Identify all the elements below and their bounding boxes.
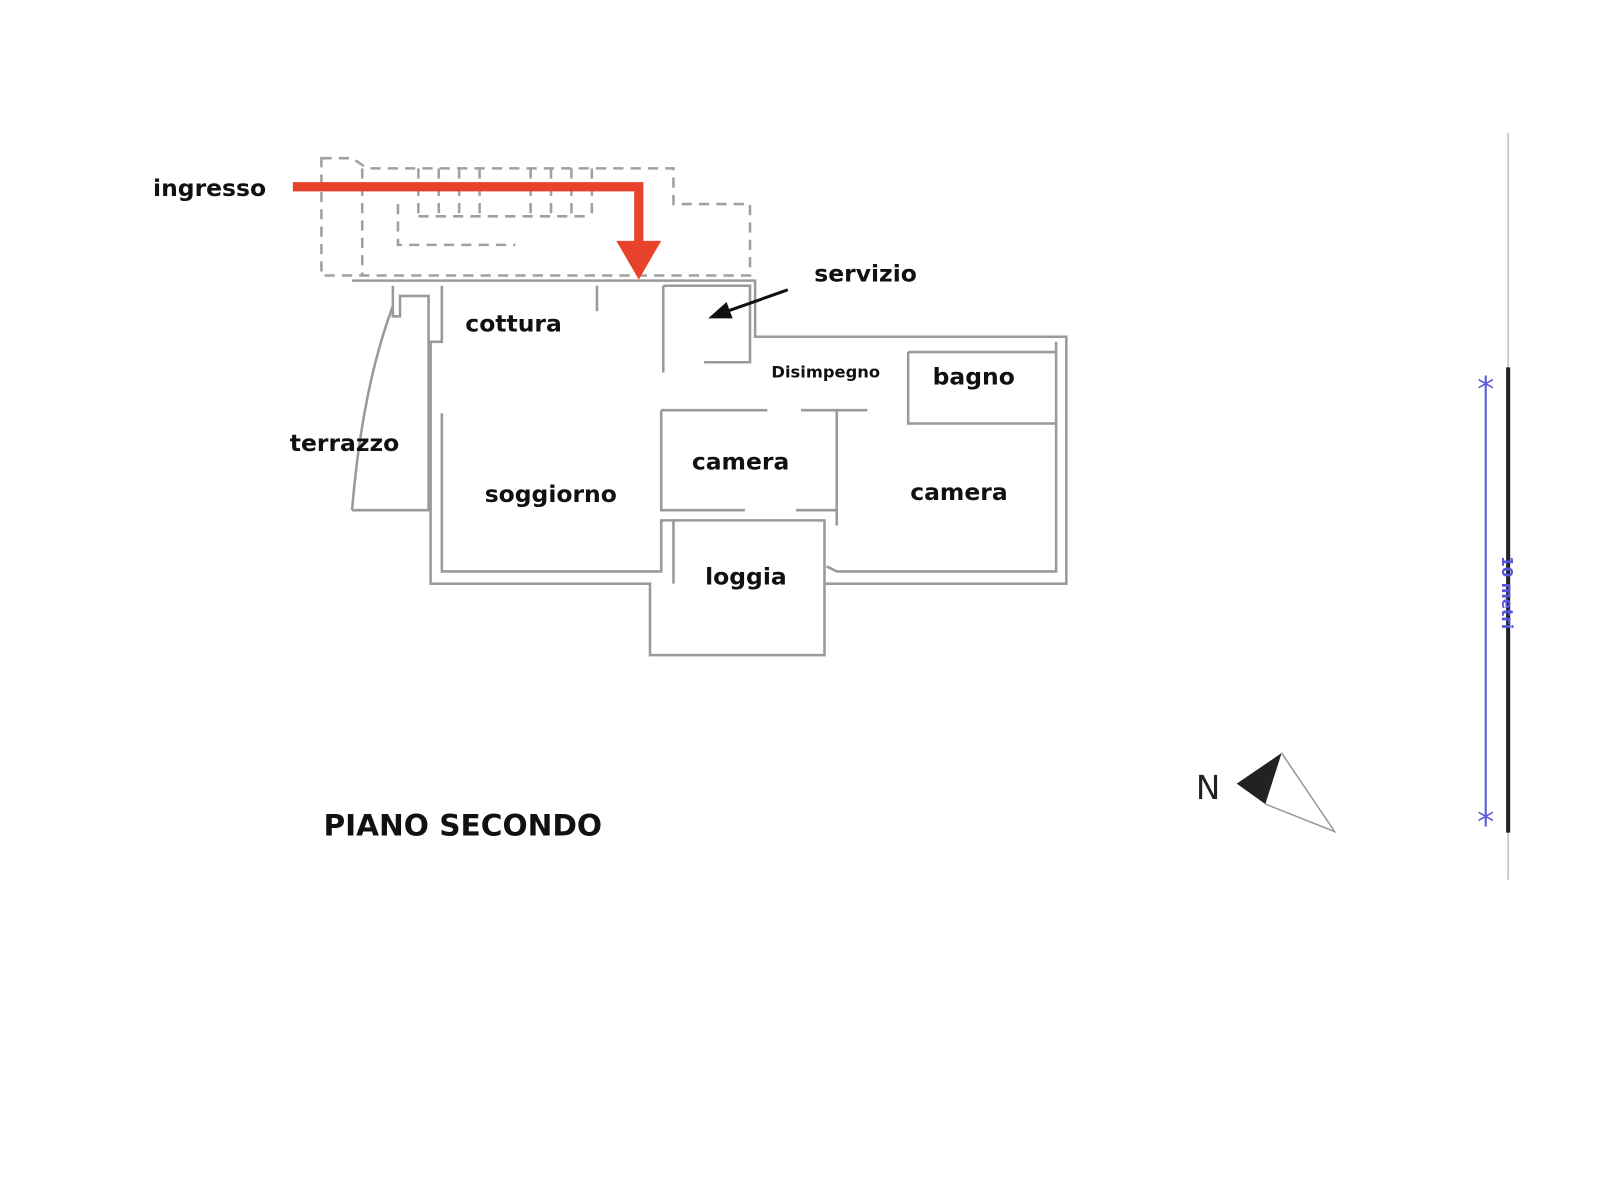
label-ingresso: ingresso (153, 174, 266, 202)
north-arrow-icon: N (1196, 752, 1337, 834)
label-servizio: servizio (814, 260, 917, 288)
scale-bar: 10 metri (1478, 132, 1516, 880)
north-label: N (1196, 769, 1220, 807)
label-loggia: loggia (705, 563, 787, 591)
entry-arrow (292, 182, 662, 280)
label-terrazzo: terrazzo (290, 429, 400, 457)
servizio-pointer-arrow (708, 288, 789, 319)
stairwell (320, 156, 752, 277)
label-camera: camera (910, 478, 1007, 506)
scale-label: 10 metri (1498, 556, 1516, 629)
label-soggiorno: soggiorno (485, 480, 617, 508)
walls (350, 279, 1068, 657)
label-cottura: cottura (465, 310, 562, 338)
label-disimpegno: Disimpegno (771, 363, 880, 382)
label-camera: camera (692, 447, 789, 475)
label-bagno: bagno (933, 363, 1015, 391)
plan-title: PIANO SECONDO (323, 809, 602, 843)
